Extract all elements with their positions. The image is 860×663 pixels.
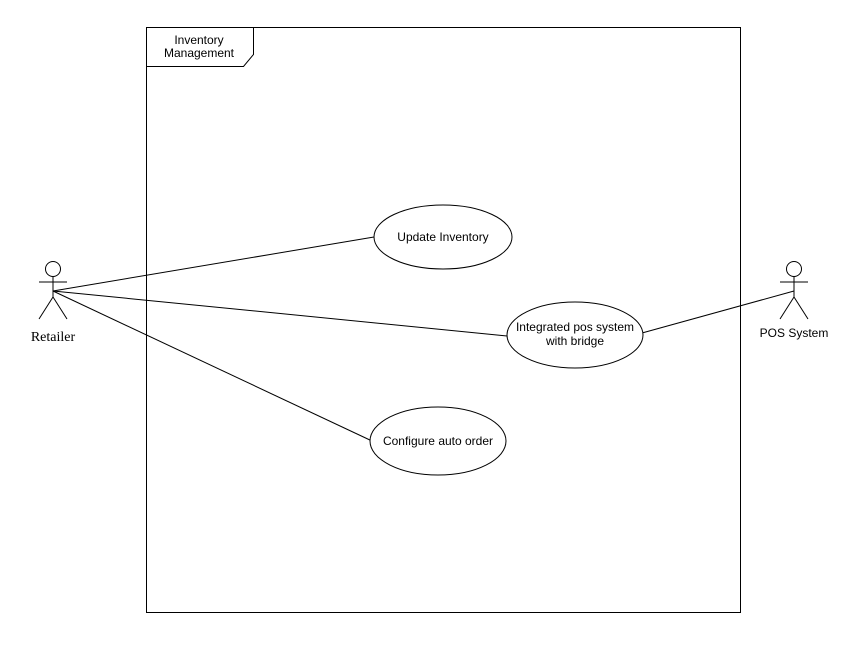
system-boundary: Inventory Management: [146, 27, 741, 613]
use-case-update-inventory-ellipse[interactable]: [373, 204, 513, 270]
use-case-integrated-pos-ellipse[interactable]: [506, 301, 644, 369]
use-case-configure-auto-order-ellipse[interactable]: [369, 406, 507, 476]
association-retailer-update-inventory: [52, 236, 375, 292]
use-case-integrated-pos-label-line1: Integrated pos system: [516, 320, 634, 334]
actor-retailer-right-leg: [52, 296, 68, 320]
actor-retailer-left-leg: [38, 296, 54, 320]
actor-pos-system-left-leg: [779, 296, 795, 320]
use-case-configure-auto-order[interactable]: Configure auto order: [369, 406, 507, 476]
use-case-update-inventory-label: Update Inventory: [397, 230, 488, 244]
actor-retailer-head: [45, 261, 61, 277]
association-pos-system-integrated-pos: [641, 290, 795, 334]
associations: [52, 236, 795, 442]
use-case-update-inventory[interactable]: Update Inventory: [373, 204, 513, 270]
system-title-line2: Management: [164, 46, 235, 60]
association-retailer-configure-auto-order: [52, 290, 373, 442]
use-case-integrated-pos[interactable]: Integrated pos system with bridge: [506, 301, 644, 369]
system-title-line1: Inventory: [174, 33, 223, 47]
actor-retailer[interactable]: Retailer: [31, 261, 76, 346]
use-case-integrated-pos-label-line2: with bridge: [545, 334, 604, 348]
association-retailer-integrated-pos: [52, 290, 508, 337]
system-boundary-tab: [146, 27, 254, 67]
actor-retailer-label: Retailer: [31, 330, 76, 345]
actor-pos-system-label: POS System: [760, 326, 829, 340]
actor-pos-system-right-leg: [793, 296, 809, 320]
use-case-configure-auto-order-label: Configure auto order: [383, 434, 493, 448]
actor-pos-system-head: [786, 261, 802, 277]
actor-pos-system[interactable]: POS System: [760, 261, 829, 341]
system-boundary-frame: [146, 27, 741, 613]
